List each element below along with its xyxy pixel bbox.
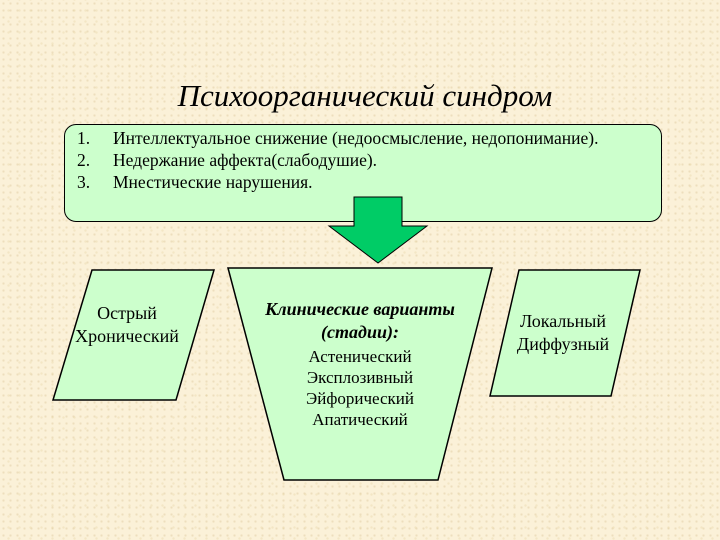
variant-item: Эйфорический <box>306 389 414 408</box>
symptom-number: 2. <box>77 150 91 170</box>
symptom-item: 3. Мнестические нарушения. <box>77 171 598 193</box>
course-chronic: Хронический <box>75 326 179 346</box>
spread-types: Локальный Диффузный <box>498 310 628 356</box>
symptom-text: Недержание аффекта(слабодушие). <box>113 150 378 170</box>
spread-local: Локальный <box>520 311 606 331</box>
symptoms-box: 1. Интеллектуальное снижение (недоосмысле… <box>64 124 662 222</box>
symptom-item: 1. Интеллектуальное снижение (недоосмысле… <box>77 127 598 149</box>
center-trapezoid <box>227 267 493 481</box>
variant-item: Астенический <box>308 347 412 366</box>
variant-item: Апатический <box>312 410 408 429</box>
clinical-variants: Клинические варианты (стадии): Астеничес… <box>250 298 470 430</box>
course-types: Острый Хронический <box>64 302 190 348</box>
right-parallelogram <box>489 269 641 397</box>
variants-heading-line: (стадии): <box>321 322 399 342</box>
variants-list: Астенический Эксплозивный Эйфорический А… <box>250 346 470 430</box>
symptom-text: Мнестические нарушения. <box>113 172 313 192</box>
symptom-text: Интеллектуальное снижение (недоосмыслени… <box>113 128 599 148</box>
down-arrow <box>327 196 429 264</box>
symptom-item: 2. Недержание аффекта(слабодушие). <box>77 149 598 171</box>
symptom-number: 1. <box>77 128 91 148</box>
course-acute: Острый <box>97 303 157 323</box>
variants-heading-line: Клинические варианты <box>265 299 455 319</box>
symptom-number: 3. <box>77 172 91 192</box>
symptoms-list: 1. Интеллектуальное снижение (недоосмысле… <box>77 127 598 193</box>
diagram-title: Психоорганический синдром <box>177 78 553 113</box>
left-parallelogram <box>51 269 216 401</box>
spread-diffuse: Диффузный <box>516 334 610 354</box>
variants-heading: Клинические варианты (стадии): <box>250 298 470 344</box>
variant-item: Эксплозивный <box>306 368 414 387</box>
